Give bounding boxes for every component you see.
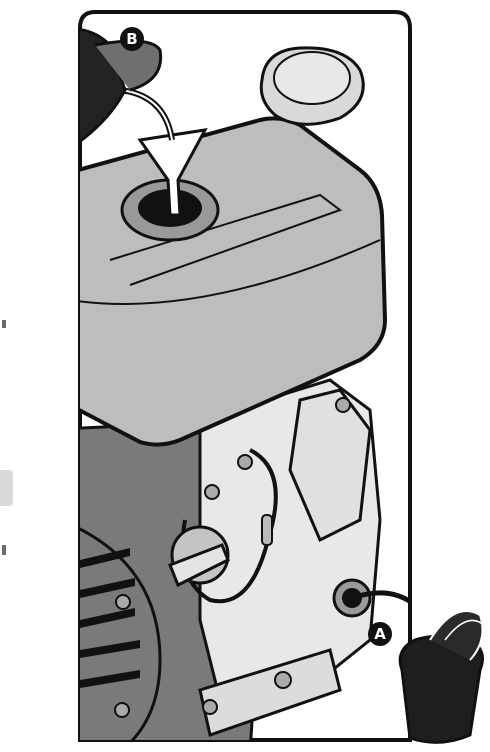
fuel-cap-icon — [261, 48, 363, 124]
oil-dipstick-icon — [170, 527, 228, 585]
head-bolt-1 — [336, 398, 350, 412]
head-bolt-2 — [238, 455, 252, 469]
base-bolt-2 — [275, 672, 291, 688]
base-bolt-4 — [115, 703, 129, 717]
oil-drain-bottle-icon — [400, 611, 485, 742]
callout-b: B — [120, 27, 144, 51]
head-bolt-3 — [205, 485, 219, 499]
base-bolt-3 — [203, 700, 217, 714]
base-bolt-1 — [116, 595, 130, 609]
callout-a: A — [368, 622, 392, 646]
